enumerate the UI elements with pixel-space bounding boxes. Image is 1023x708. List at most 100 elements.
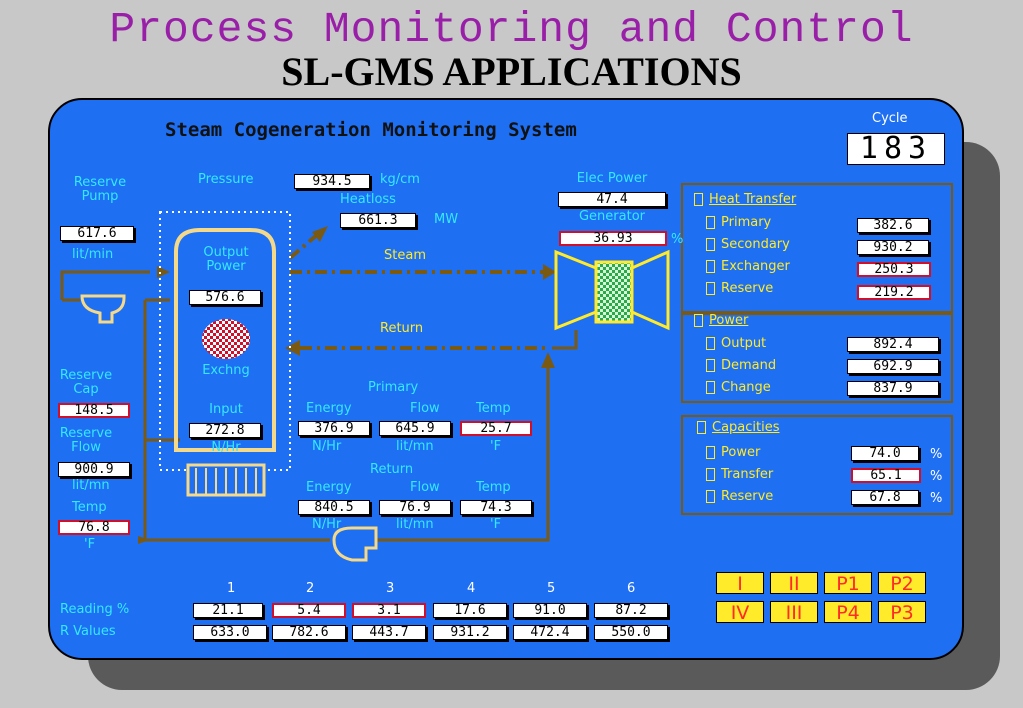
cycle-counter: 183: [847, 133, 945, 165]
r-value-3: 443.7: [352, 625, 426, 640]
return-temp-unit: 'F: [490, 517, 502, 532]
cap-transfer-label: Transfer: [721, 467, 774, 482]
heat-transfer-title: Heat Transfer: [694, 193, 796, 207]
power-output-value: 892.4: [847, 337, 939, 352]
ht-reserve-label: Reserve: [721, 281, 774, 296]
r-value-1: 633.0: [193, 625, 267, 640]
button-iv[interactable]: IV: [716, 601, 764, 624]
elec-power-value: 47.4: [558, 192, 666, 207]
pressure-value: 934.5: [294, 174, 370, 189]
reserve-flow-value: 900.9: [58, 462, 130, 477]
reading-col-6: 6: [627, 581, 636, 596]
input-unit: N/Hr: [211, 440, 241, 455]
ht-primary-value: 382.6: [857, 218, 929, 233]
power-change-label: Change: [721, 380, 771, 395]
reading-col-3: 3: [386, 581, 395, 596]
cap-reserve-label: Reserve: [721, 489, 774, 504]
heatloss-value: 661.3: [340, 213, 416, 228]
ht-secondary-checkbox[interactable]: [706, 238, 715, 251]
reserve-cap-label: Reserve Cap: [59, 368, 113, 397]
cap-power-unit: %: [930, 447, 943, 462]
reading-value-5: 91.0: [513, 603, 587, 618]
power-title-text: Power: [709, 313, 749, 328]
reading-value-2: 5.4: [272, 603, 346, 618]
pressure-label: Pressure: [198, 172, 254, 187]
primary-energy-label: Energy: [306, 401, 352, 416]
ht-row-primary: Primary: [706, 216, 771, 230]
ht-reserve-checkbox[interactable]: [706, 282, 715, 295]
return-flow-unit: lit/mn: [396, 517, 434, 532]
power-output-label: Output: [721, 336, 767, 351]
power-demand-label: Demand: [721, 358, 777, 373]
capacities-checkbox[interactable]: [697, 421, 706, 434]
return-title: Return: [370, 462, 414, 477]
ht-secondary-label: Secondary: [721, 237, 790, 252]
reading-value-4: 17.6: [433, 603, 507, 618]
generator-label: Generator: [578, 209, 645, 224]
return-temp-value: 74.3: [460, 500, 532, 515]
power-change-value: 837.9: [847, 381, 939, 396]
primary-temp-unit: 'F: [490, 439, 502, 454]
heatloss-label: Heatloss: [340, 192, 396, 207]
return-label: Return: [380, 321, 424, 336]
reserve-temp-label: Temp: [72, 500, 107, 515]
primary-temp-label: Temp: [476, 401, 511, 416]
button-iii[interactable]: III: [770, 601, 818, 624]
ht-exchanger-checkbox[interactable]: [706, 260, 715, 273]
button-p4[interactable]: P4: [824, 601, 872, 624]
reserve-temp-value: 76.8: [58, 520, 130, 535]
steam-label: Steam: [384, 248, 426, 263]
heatloss-unit: MW: [434, 212, 459, 227]
cap-reserve-unit: %: [930, 491, 943, 506]
input-label: Input: [209, 402, 243, 417]
reading-value-6: 87.2: [594, 603, 668, 618]
cap-power-checkbox[interactable]: [706, 446, 715, 459]
button-i[interactable]: I: [716, 572, 764, 595]
heat-transfer-title-text: Heat Transfer: [709, 192, 797, 207]
cap-power-label: Power: [721, 445, 761, 460]
ht-exchanger-label: Exchanger: [721, 259, 790, 274]
return-energy-value: 840.5: [298, 500, 370, 515]
ht-row-reserve: Reserve: [706, 282, 773, 296]
power-row-change: Change: [706, 381, 771, 395]
cap-transfer-checkbox[interactable]: [706, 468, 715, 481]
ht-row-exchanger: Exchanger: [706, 260, 790, 274]
button-ii[interactable]: II: [770, 572, 818, 595]
cap-reserve-value: 67.8: [851, 490, 919, 505]
reading-value-3: 3.1: [352, 603, 426, 618]
return-energy-label: Energy: [306, 480, 352, 495]
ht-primary-label: Primary: [721, 215, 772, 230]
page-title: Process Monitoring and Control: [109, 5, 914, 54]
button-p2[interactable]: P2: [878, 572, 926, 595]
heat-transfer-checkbox[interactable]: [694, 193, 703, 206]
button-p3[interactable]: P3: [878, 601, 926, 624]
cap-power-value: 74.0: [851, 446, 919, 461]
return-pump-icon: [332, 526, 378, 562]
monitor-panel: [48, 98, 964, 660]
elec-power-label: Elec Power: [576, 171, 648, 186]
power-demand-checkbox[interactable]: [706, 359, 715, 372]
pressure-unit: kg/cm: [380, 172, 420, 187]
primary-flow-label: Flow: [410, 401, 440, 416]
r-value-6: 550.0: [594, 625, 668, 640]
cap-row-power: Power: [706, 446, 760, 460]
ht-secondary-value: 930.2: [857, 240, 929, 255]
cap-row-reserve: Reserve: [706, 490, 773, 504]
input-value: 272.8: [189, 423, 261, 438]
ht-row-secondary: Secondary: [706, 238, 790, 252]
r-values-label: R Values: [60, 624, 116, 639]
power-demand-value: 692.9: [847, 359, 939, 374]
cap-reserve-checkbox[interactable]: [706, 490, 715, 503]
ht-primary-checkbox[interactable]: [706, 216, 715, 229]
power-change-checkbox[interactable]: [706, 381, 715, 394]
return-flow-label: Flow: [410, 480, 440, 495]
reserve-temp-unit: 'F: [84, 537, 96, 552]
reserve-flow-unit: lit/mn: [72, 478, 110, 493]
power-output-checkbox[interactable]: [706, 337, 715, 350]
r-value-5: 472.4: [513, 625, 587, 640]
button-p1[interactable]: P1: [824, 572, 872, 595]
power-row-demand: Demand: [706, 359, 776, 373]
primary-title: Primary: [368, 380, 419, 395]
primary-temp-value: 25.7: [460, 421, 532, 436]
power-checkbox[interactable]: [694, 314, 703, 327]
